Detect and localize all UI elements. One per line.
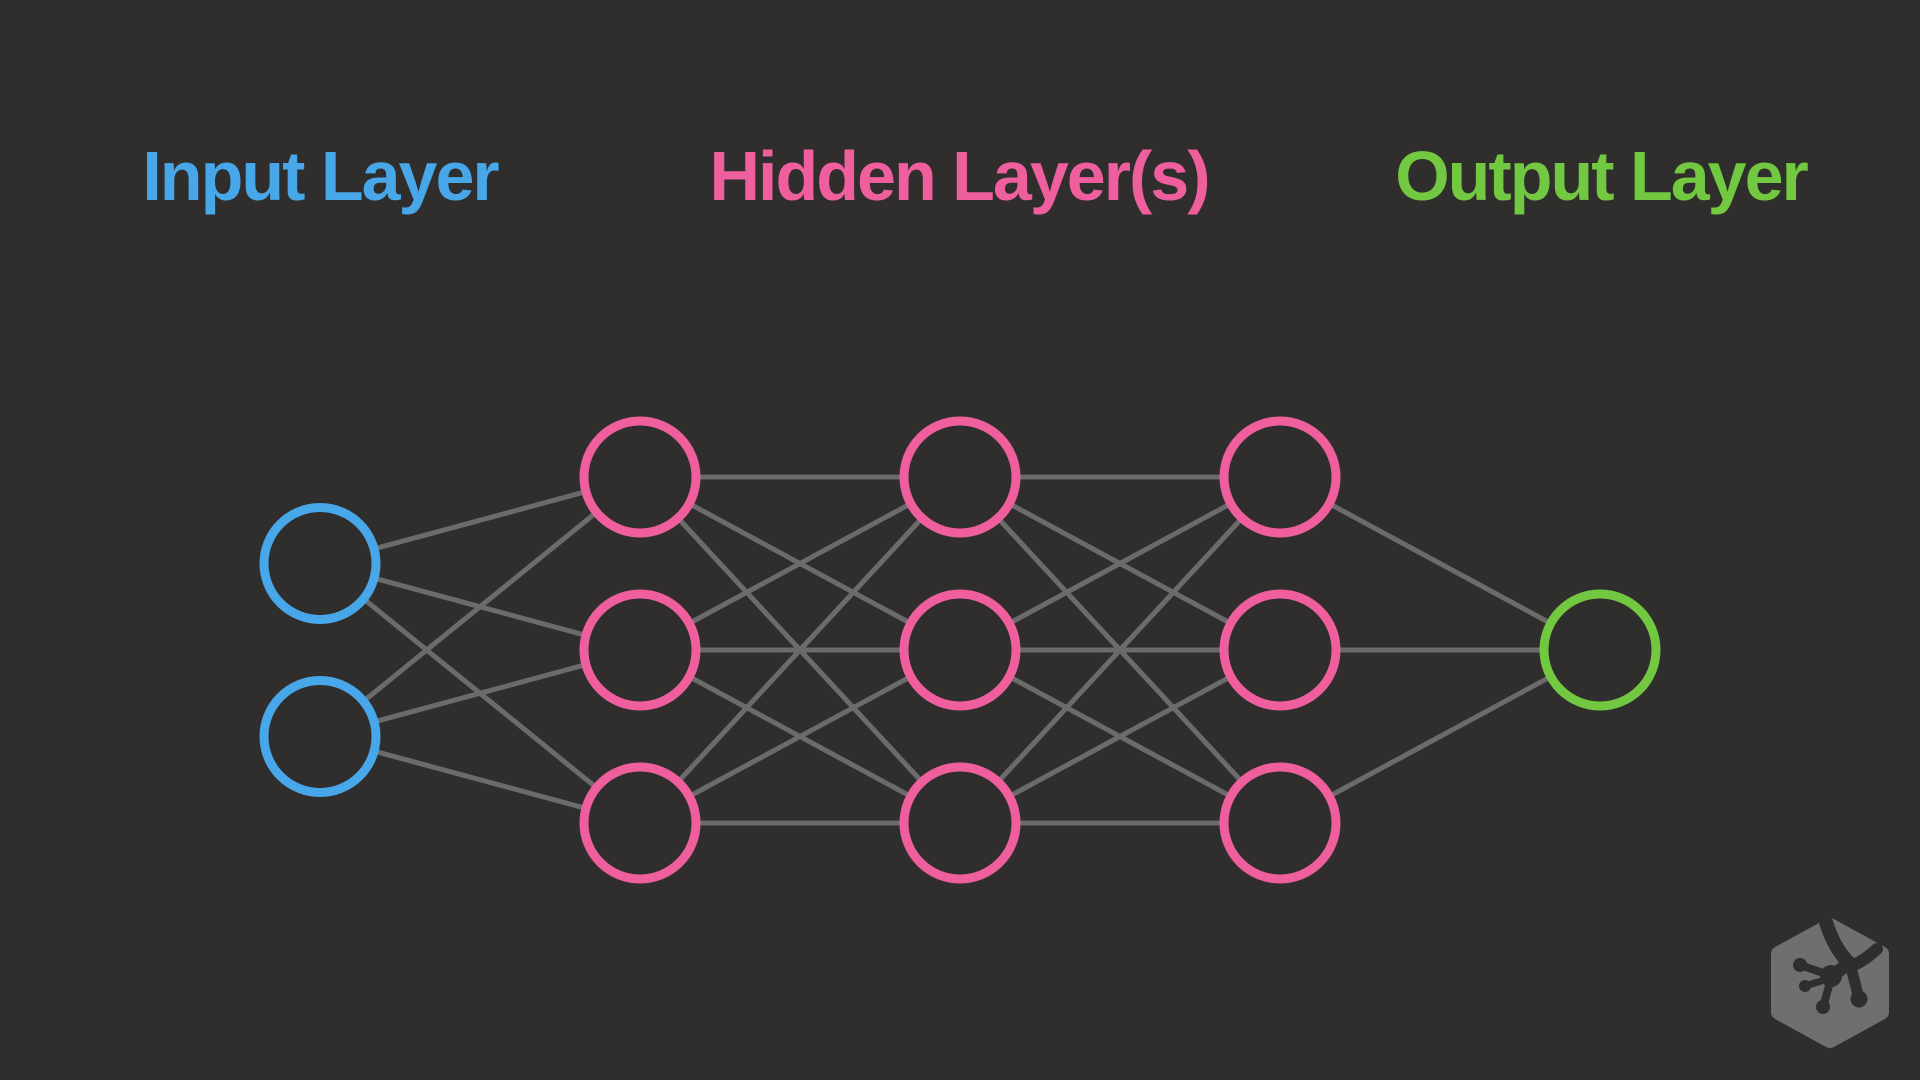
layer-header-input: Input Layer xyxy=(142,137,499,215)
node-hidden-1-3 xyxy=(579,762,701,884)
node-hidden-3-3 xyxy=(1219,762,1341,884)
connection-line xyxy=(958,475,1282,825)
node-hidden-3-2 xyxy=(1219,589,1341,711)
connection-line xyxy=(638,474,962,653)
node-hidden-2-1 xyxy=(899,416,1021,538)
node-hidden-1-1 xyxy=(579,416,701,538)
connection-line xyxy=(638,647,962,826)
logo-foot-toe-down-tip xyxy=(1816,1000,1830,1014)
node-input-2 xyxy=(259,676,381,797)
treehouse-logo-icon xyxy=(1771,915,1889,1048)
logo-foot-toe-left-tip xyxy=(1793,958,1807,972)
connection-line xyxy=(958,647,1282,826)
logo-foot-cutout xyxy=(1793,915,1883,1014)
node-output-1 xyxy=(1539,589,1661,711)
connection-line xyxy=(1278,647,1602,826)
logo-foot-toe-mid-tip xyxy=(1799,980,1811,992)
node-hidden-1-2 xyxy=(579,589,701,711)
nodes xyxy=(259,416,1661,884)
connection-line xyxy=(638,475,962,825)
node-hidden-2-3 xyxy=(899,762,1021,884)
node-input-1 xyxy=(259,503,381,624)
node-hidden-3-1 xyxy=(1219,416,1341,538)
node-hidden-2-2 xyxy=(899,589,1021,711)
connection-line xyxy=(1278,474,1602,653)
connection-line xyxy=(318,475,642,739)
logo-foot-palm xyxy=(1820,965,1842,987)
layer-header-output: Output Layer xyxy=(1395,137,1809,215)
connection-line xyxy=(958,474,1282,653)
logo-foot-heel-line xyxy=(1845,961,1864,1001)
logo-foot-heel-tip xyxy=(1850,990,1868,1008)
layer-header-hidden: Hidden Layer(s) xyxy=(709,137,1211,215)
